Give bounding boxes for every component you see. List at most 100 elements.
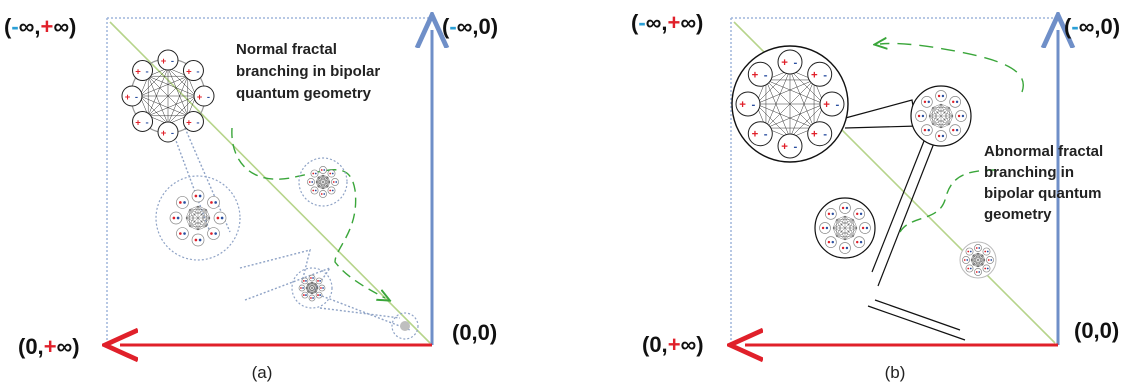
corner-label-part: + (667, 10, 680, 35)
mesh-link (836, 215, 846, 220)
panel-b: +-+-+-+-+-+-+-+- Abnormal fractal branch… (631, 10, 1120, 382)
panel-a-corner-bottom-right: (0,0) (452, 320, 497, 345)
mesh-link (147, 76, 169, 125)
positive-charge: + (739, 99, 746, 111)
mesh-link (765, 79, 815, 129)
bipolar-node (859, 222, 871, 234)
bipolar-node: +- (777, 133, 803, 159)
panel-b-caption: (b) (885, 363, 906, 382)
negative-charge: - (207, 92, 210, 103)
mesh-link (148, 75, 197, 97)
mesh-link (327, 181, 331, 188)
mesh-link (305, 283, 317, 289)
negative-charge: - (135, 92, 138, 103)
mesh-link (307, 283, 317, 293)
mesh-link (185, 205, 199, 219)
corner-label-part: + (44, 334, 57, 359)
panel-a-cluster-nodes: +-+-+-+-+-+-+-+- (121, 49, 215, 143)
mesh-link (755, 79, 815, 105)
mesh-link (185, 209, 207, 219)
bipolar-node (921, 124, 933, 136)
mesh-link (189, 226, 199, 231)
mesh-link (970, 254, 974, 261)
negative-charge: - (764, 129, 768, 141)
mesh-link (836, 219, 854, 237)
bipolar-node (839, 242, 851, 254)
mesh-link (197, 205, 207, 210)
positive-charge: + (781, 141, 788, 153)
mini-cluster (298, 274, 326, 302)
positive-charge: + (752, 69, 759, 81)
mesh-link (836, 236, 846, 241)
mesh-link (844, 219, 854, 241)
panel-a-connectors (171, 127, 411, 331)
mini-cluster (169, 189, 227, 247)
bipolar-node (327, 169, 336, 178)
positive-charge: + (752, 129, 759, 141)
panel-b-trajectory-curve (880, 43, 1024, 93)
bipolar-node (986, 256, 994, 264)
mesh-link (305, 283, 308, 289)
bipolar-node: +- (193, 85, 215, 107)
bipolar-node (331, 178, 339, 186)
positive-charge: + (186, 67, 192, 78)
negative-charge: - (196, 117, 199, 128)
mesh-link (316, 283, 319, 289)
bipolar-node: +- (807, 61, 833, 87)
corner-label-part: ∞, (646, 10, 668, 35)
negative-charge: - (794, 57, 798, 69)
bipolar-node (176, 227, 189, 240)
mesh-link (832, 215, 846, 229)
positive-charge: + (161, 56, 167, 67)
mesh-link (977, 264, 984, 268)
mesh-link (972, 264, 979, 268)
corner-label-part: ∞) (680, 10, 703, 35)
positive-charge: + (161, 128, 167, 139)
bipolar-node (839, 202, 851, 214)
mesh-link (315, 174, 324, 183)
bipolar-node (191, 233, 205, 247)
bipolar-node (974, 268, 982, 276)
bipolar-node: +- (157, 49, 179, 71)
bipolar-node: +- (735, 91, 761, 117)
mesh-link (307, 281, 313, 284)
negative-charge: - (752, 99, 756, 111)
corner-label-part: - (449, 14, 456, 39)
bipolar-node (962, 256, 970, 264)
mesh-link (311, 292, 317, 295)
mesh-link (972, 252, 979, 256)
positive-charge: + (125, 92, 131, 103)
bipolar-node (191, 189, 205, 203)
corner-label-part: - (638, 10, 645, 35)
mesh-link (982, 259, 986, 266)
corner-label-part: (0,0) (1074, 318, 1119, 343)
panel-b-corner-top-left: (-∞,+∞) (631, 10, 703, 35)
panel-b-connectors (837, 99, 966, 341)
bipolar-node: +- (777, 49, 803, 75)
mesh-link (844, 215, 854, 220)
mesh-link (853, 227, 858, 237)
mesh-link (970, 252, 979, 261)
bipolar-node (301, 277, 309, 285)
panel-b-corner-top-right: (-∞,0) (1064, 14, 1120, 39)
corner-label-part: (0,0) (452, 320, 497, 345)
panel-a-corner-top-right: (-∞,0) (442, 14, 498, 39)
positive-charge: + (135, 117, 141, 128)
mesh-link (949, 107, 954, 117)
corner-label-part: (0, (642, 332, 668, 357)
bipolar-node (949, 124, 961, 136)
mesh-link (928, 103, 942, 117)
negative-charge: - (171, 56, 174, 67)
bipolar-node (965, 247, 974, 256)
mesh-link (853, 219, 858, 229)
mesh-link (932, 124, 942, 129)
mesh-link (977, 254, 984, 268)
bipolar-node (915, 110, 927, 122)
mesh-link (322, 174, 329, 178)
negative-charge: - (196, 67, 199, 78)
corner-label-part: ∞, (19, 14, 41, 39)
bipolar-node: +- (121, 85, 143, 107)
mesh-link (189, 205, 199, 210)
mesh-link (755, 103, 791, 139)
